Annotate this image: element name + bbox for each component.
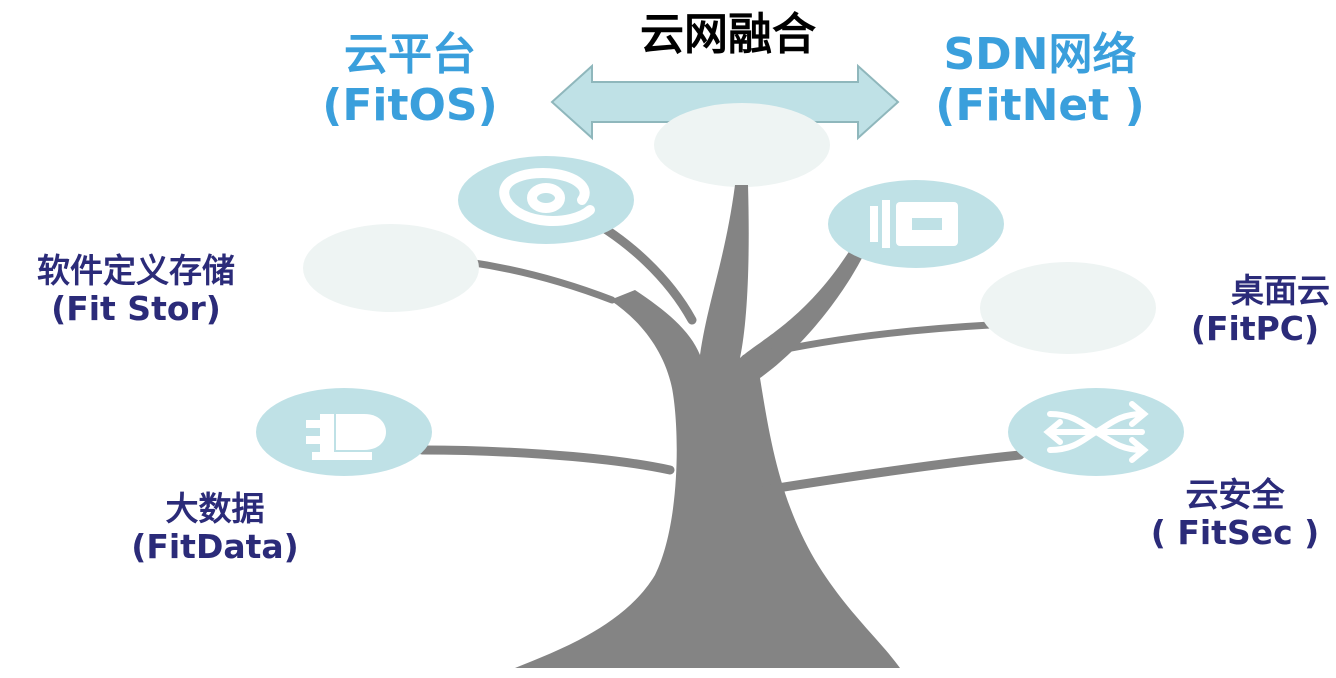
branch-storage <box>464 258 616 304</box>
desktop-cloud-label: 桌面云 (FitPC) <box>1190 271 1330 348</box>
big-data-label: 大数据 (FitData) <box>131 489 299 566</box>
cloud-platform-circle <box>458 156 634 244</box>
database-icon <box>306 414 386 460</box>
shuffle-icon <box>1043 401 1149 463</box>
desktop-circle <box>980 262 1156 354</box>
title: 云网融合 <box>640 9 816 60</box>
cloud-security-label: 云安全 ( FitSec ) <box>1150 475 1320 552</box>
software-storage-label: 软件定义存储 (Fit Stor) <box>37 251 235 328</box>
plug-icon <box>870 200 958 248</box>
cloud-platform-label: 云平台 (FitOS) <box>322 29 498 131</box>
branch-security <box>760 450 1025 495</box>
branch-desktop <box>741 321 994 362</box>
top-faint-circle <box>654 103 830 187</box>
at-icon <box>499 168 595 226</box>
tree-trunk <box>515 185 900 668</box>
storage-circle <box>303 224 479 312</box>
branch-bigdata <box>417 445 675 475</box>
tree <box>417 185 1025 668</box>
sdn-network-label: SDN网络 (FitNet ) <box>935 29 1145 131</box>
